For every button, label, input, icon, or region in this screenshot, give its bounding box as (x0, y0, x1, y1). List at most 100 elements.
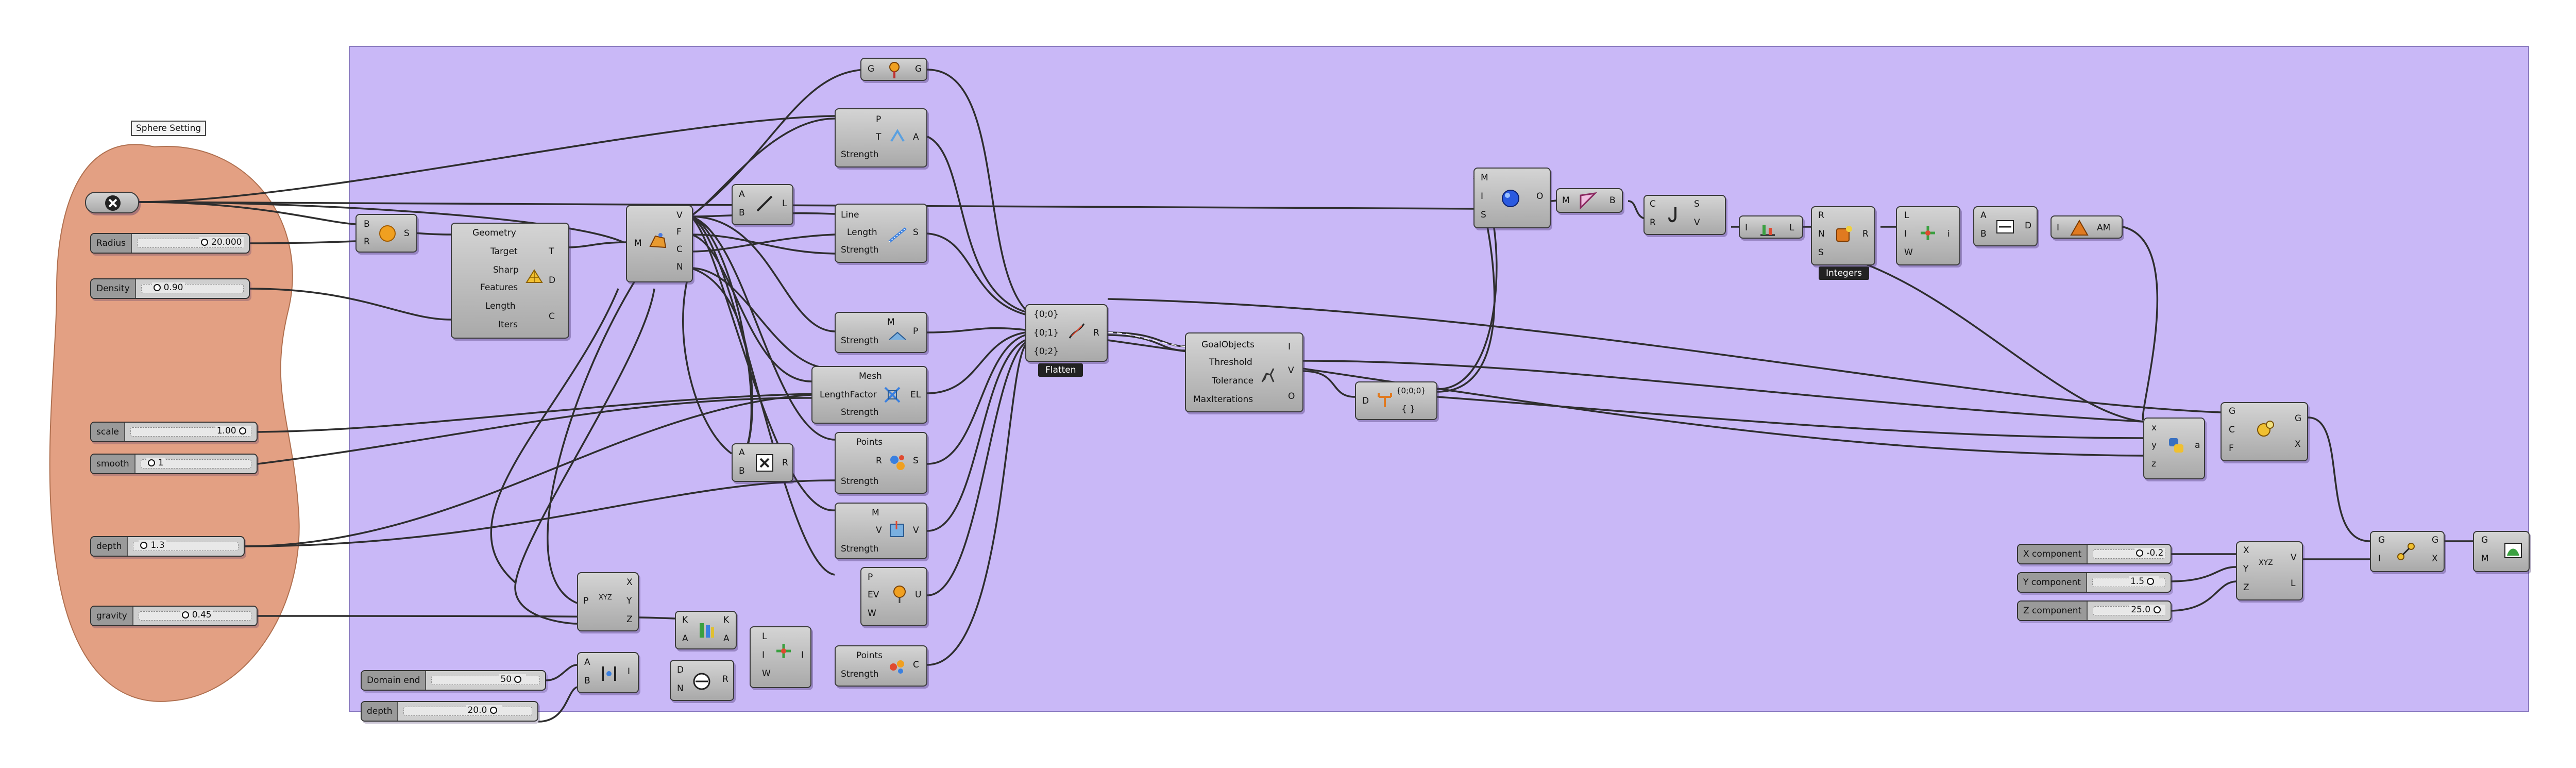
slider-track[interactable]: 1.00 (130, 426, 251, 437)
wire (139, 201, 356, 225)
division-component[interactable]: A B D (1973, 206, 2038, 246)
wire (546, 664, 578, 681)
slider-track[interactable]: 1.3 (133, 540, 239, 551)
preview-icon (2504, 543, 2522, 558)
goal-points2-component[interactable]: Points Strength C (835, 645, 927, 687)
slider-track[interactable]: 20.000 (137, 237, 244, 248)
deconstruct-point-component[interactable]: P XYZ X Y Z (577, 572, 639, 631)
integers-component[interactable]: R N S R (1811, 206, 1875, 265)
depth-slider[interactable]: depth 1.3 (90, 536, 245, 557)
port-label: K (682, 615, 688, 625)
x-component-slider[interactable]: X component -0.2 (2017, 544, 2172, 564)
slider-track[interactable]: 50 (431, 674, 540, 685)
port-label: V (913, 525, 919, 536)
depth2-slider[interactable]: depth 20.0 (361, 701, 538, 722)
slider-track[interactable]: 0.45 (138, 610, 251, 621)
port-label: G (2481, 535, 2488, 545)
domain-end-slider[interactable]: Domain end 50 (361, 670, 546, 691)
wire (490, 288, 619, 583)
goal-mv-component[interactable]: M V Strength V (835, 503, 927, 559)
series-component[interactable]: L I W I (750, 626, 811, 688)
port-label: A (739, 447, 745, 458)
port-label: D (2025, 221, 2032, 231)
python-script-component[interactable]: x y z a (2143, 418, 2205, 479)
goal-line-component[interactable]: Line Length Strength S (835, 204, 927, 263)
goal-edge-length-component[interactable]: Mesh LengthFactor Strength EL (811, 366, 927, 424)
wire (2168, 580, 2236, 612)
range-component[interactable]: D N R (670, 660, 734, 701)
port-label: Strength (841, 476, 879, 487)
scale-icon (2257, 421, 2274, 437)
integers-tag: Integers (1819, 266, 1870, 280)
wire (249, 392, 835, 433)
slider-track[interactable]: 25.0 (2093, 605, 2165, 615)
bounds-component[interactable]: A B I (577, 652, 639, 693)
port-label: X (2432, 554, 2438, 564)
port-label: EV (868, 590, 879, 600)
slider-label: Density (91, 279, 136, 298)
wire (927, 69, 1026, 310)
hook-icon (1668, 207, 1676, 223)
slider-track[interactable]: -0.2 (2093, 548, 2165, 559)
multiply2-component[interactable]: A B R (732, 443, 793, 482)
density-slider[interactable]: Density 0.90 (90, 278, 250, 299)
slider-track[interactable]: 1.5 (2092, 576, 2165, 587)
port-label: P (868, 572, 873, 582)
goal-m-component[interactable]: M Strength P (835, 312, 927, 353)
port-label: I (2057, 223, 2060, 233)
bar-chart-icon (1760, 225, 1775, 236)
list-item-component[interactable]: L I W i (1896, 206, 1960, 265)
list-length-component[interactable]: I L (1739, 215, 1803, 239)
port-label: V (1694, 218, 1700, 228)
z-component-slider[interactable]: Z component 25.0 (2017, 600, 2172, 621)
toggle-component[interactable] (85, 192, 139, 213)
entwine-component[interactable]: {0;0} {0;1} {0;2} R (1025, 304, 1108, 362)
port-label: U (915, 590, 922, 600)
geometry-transform-component[interactable]: G C F G X (2221, 402, 2308, 461)
goal-a-component[interactable]: P T Strength A (835, 108, 927, 168)
goal-load-component[interactable]: P EV W U (860, 567, 927, 626)
gravity-slider[interactable]: gravity 0.45 (90, 606, 258, 626)
slider-value: 0.45 (192, 610, 212, 620)
multiply-component[interactable]: A B L (732, 184, 793, 225)
sphere-component[interactable]: B R S (355, 214, 417, 253)
slider-value: 20.000 (211, 237, 242, 247)
port-label: I (1288, 342, 1291, 352)
port-label: V (1288, 365, 1294, 376)
slider-track[interactable]: 1 (140, 458, 251, 469)
brep-component[interactable]: M B (1556, 188, 1623, 213)
smooth-slider[interactable]: smooth 1 (90, 454, 258, 474)
brep-icon (1580, 192, 1598, 210)
custom-preview-component[interactable]: G M (2473, 531, 2530, 572)
curve-surface-component[interactable]: C R S V (1643, 195, 1726, 235)
kangaroo-solver-component[interactable]: GoalObjects Threshold Tolerance MaxItera… (1185, 332, 1303, 412)
deconstruct-mesh-component[interactable]: M V F C N (626, 205, 693, 282)
wire (538, 686, 578, 723)
slider-value: 0.90 (163, 282, 183, 293)
slider-track[interactable]: 20.0 (403, 705, 532, 716)
port-label: M (887, 317, 895, 327)
y-component-slider[interactable]: Y component 1.5 (2017, 572, 2172, 593)
port-label: M (2481, 554, 2489, 564)
port-label: Threshold (1209, 357, 1252, 368)
port-label: S (1818, 247, 1824, 258)
port-label: Strength (841, 544, 879, 554)
average-component[interactable]: I AM (2050, 215, 2123, 239)
move-component[interactable]: G I G X (2370, 531, 2445, 572)
remesh-component[interactable]: Geometry Target Sharp Features Length It… (451, 223, 569, 339)
port-label: Mesh (859, 371, 882, 381)
port-label: T (876, 132, 882, 142)
port-label: B (739, 466, 745, 476)
list-item-icon (1921, 226, 1935, 240)
mesh-sphere-component[interactable]: M I S O (1473, 168, 1551, 228)
radius-slider[interactable]: Radius 20.000 (90, 233, 250, 254)
anchor-goal-component[interactable]: G G (860, 58, 927, 81)
port-label: i (1947, 229, 1950, 239)
path-mapper-component[interactable]: D {0;0;0} { } (1355, 381, 1437, 420)
goal-points-component[interactable]: Points R Strength S (835, 432, 927, 494)
scale-slider[interactable]: scale 1.00 (90, 422, 258, 442)
compare-component[interactable]: K A K A (675, 611, 737, 649)
vector-xyz-component[interactable]: X Y Z XYZ V L (2236, 541, 2303, 600)
slider-track[interactable]: 0.90 (141, 282, 244, 293)
